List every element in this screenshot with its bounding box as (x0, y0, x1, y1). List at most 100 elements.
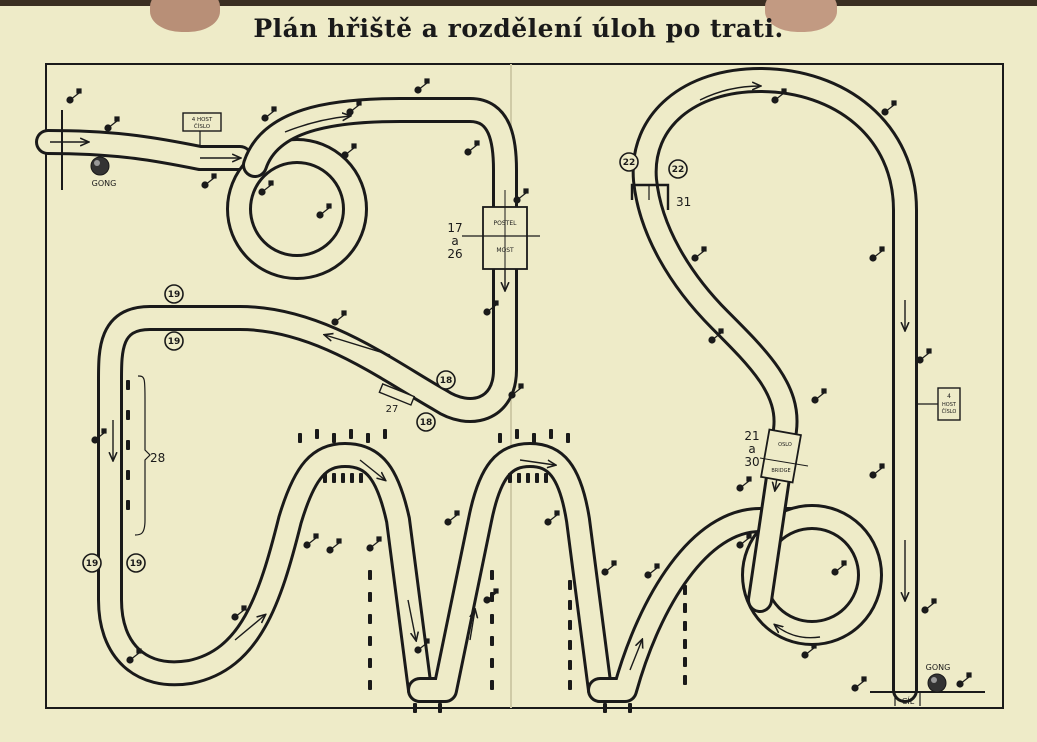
pin-marker (683, 657, 687, 667)
flag-marker (771, 88, 787, 104)
pin-markers (126, 380, 687, 713)
flag-marker (346, 100, 362, 116)
svg-text:22: 22 (672, 165, 685, 175)
pin-marker (368, 658, 372, 668)
pin-marker (350, 473, 354, 483)
flag-marker (414, 78, 430, 94)
pin-marker (368, 636, 372, 646)
flag-marker (258, 180, 274, 196)
sign-right-line2: HOST (942, 402, 957, 408)
gong-start: GONG (90, 156, 117, 188)
flag-marker (91, 428, 107, 444)
pin-marker (683, 585, 687, 595)
map-title: Plán hřiště a rozdělení úloh po trati. (253, 14, 784, 43)
flag-marker (231, 605, 247, 621)
gong-finish: GONG (926, 663, 950, 693)
course-border (45, 63, 1004, 709)
pin-marker (683, 675, 687, 685)
task-17-a-label: a (451, 234, 458, 248)
bridge-right-label-2: BRIDGE (771, 468, 790, 474)
flag-marker (341, 143, 357, 159)
flag-marker (366, 536, 382, 552)
flag-marker (464, 140, 480, 156)
pin-marker (126, 500, 130, 510)
pin-marker (490, 636, 494, 646)
pin-marker (568, 680, 572, 690)
pin-marker (566, 433, 570, 443)
circle-19-left: 19 (82, 553, 102, 573)
bridge-top: POSTEL MOST (462, 190, 540, 290)
task-27-label: 27 (386, 404, 399, 415)
pin-marker (332, 433, 336, 443)
task-30-label: 30 (744, 455, 759, 469)
flag-marker (921, 598, 937, 614)
flag-marker (544, 510, 560, 526)
pin-marker (535, 473, 539, 483)
flag-marker (831, 560, 847, 576)
circle-19-top: 19 (164, 284, 184, 304)
flag-marker (303, 533, 319, 549)
pin-marker (490, 570, 494, 580)
pin-marker (368, 592, 372, 602)
pin-marker (323, 473, 327, 483)
pin-marker (366, 433, 370, 443)
pin-marker (438, 703, 442, 713)
pin-marker (490, 614, 494, 624)
circle-18-b: 18 (416, 412, 436, 432)
pin-marker (568, 620, 572, 630)
circle-22-b: 22 (668, 159, 688, 179)
pin-marker (349, 429, 353, 439)
task-21-a-label: a (748, 442, 755, 456)
right-thumb (765, 0, 837, 32)
sign-right: 4 HOST ČÍSLO (918, 387, 961, 421)
pin-marker (683, 603, 687, 613)
circle-19-right: 19 (126, 553, 146, 573)
pin-marker (126, 440, 130, 450)
pin-marker (683, 621, 687, 631)
svg-text:22: 22 (623, 158, 636, 168)
flag-marker (736, 476, 752, 492)
flag-marker (316, 203, 332, 219)
pin-marker (315, 429, 319, 439)
flag-marker (691, 246, 707, 262)
pin-marker (490, 592, 494, 602)
pin-marker (526, 473, 530, 483)
svg-text:18: 18 (440, 376, 453, 386)
sign-right-line3: ČÍSLO (942, 408, 957, 415)
flag-marker (811, 388, 827, 404)
flag-marker (331, 310, 347, 326)
obstacle-27: 27 (378, 383, 416, 415)
svg-text:19: 19 (130, 559, 143, 569)
pin-marker (359, 473, 363, 483)
flag-marker (869, 246, 885, 262)
flag-marker (869, 463, 885, 479)
pin-marker (341, 473, 345, 483)
flag-marker (126, 648, 142, 664)
task-31-label: 31 (676, 195, 691, 209)
pin-marker (126, 410, 130, 420)
pin-marker (332, 473, 336, 483)
left-thumb (150, 0, 220, 32)
flag-marker (261, 106, 277, 122)
flag-marker (513, 188, 529, 204)
flag-marker (326, 538, 342, 554)
pin-marker (568, 600, 572, 610)
flag-marker (801, 643, 817, 659)
flag-marker (508, 383, 524, 399)
flag-marker (708, 328, 724, 344)
finish-label: CÍL (902, 695, 915, 706)
flag-marker (483, 300, 499, 316)
pin-marker (517, 473, 521, 483)
pin-marker (549, 429, 553, 439)
flag-marker (444, 510, 460, 526)
gong-start-label: GONG (92, 179, 117, 188)
pin-marker (126, 470, 130, 480)
pin-marker (368, 614, 372, 624)
svg-text:18: 18 (420, 418, 433, 428)
bridge-right: OSLO BRIDGE (759, 428, 809, 484)
pin-marker (515, 429, 519, 439)
svg-text:19: 19 (86, 559, 99, 569)
flag-marker (66, 88, 82, 104)
bridge-top-label-2: MOST (496, 247, 514, 254)
sign-top: 4 HOST ČÍSLO (182, 112, 222, 145)
